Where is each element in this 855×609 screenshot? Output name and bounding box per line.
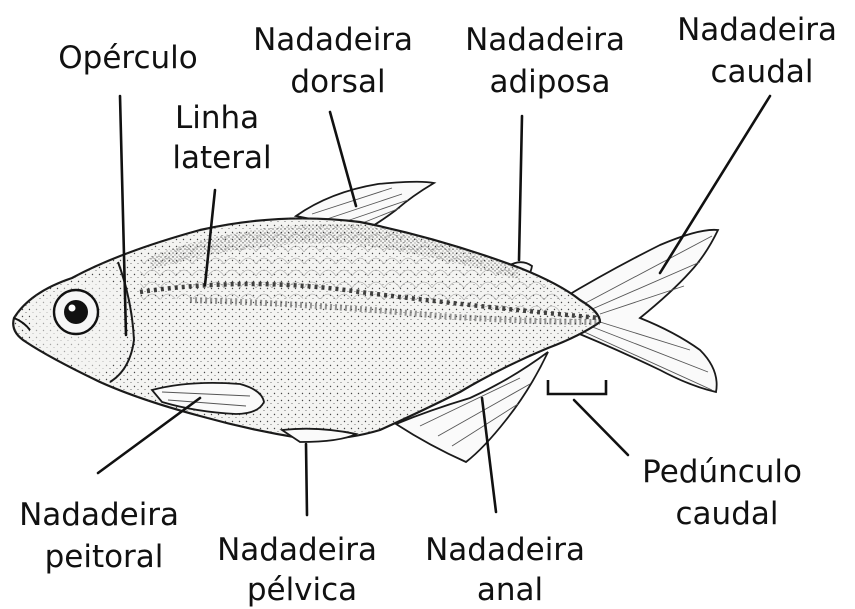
label-pedunculo-caudal: Pedúnculo caudal: [642, 454, 812, 532]
pointer-peitoral: [98, 398, 200, 473]
pointer-pelvica: [306, 444, 307, 515]
label-nadadeira-anal: Nadadeira anal: [425, 532, 595, 608]
label-nadadeira-pelvica: Nadadeira pélvica: [217, 532, 387, 608]
label-nadadeira-adiposa: Nadadeira adiposa: [465, 22, 635, 100]
pointer-adiposa: [519, 116, 522, 260]
label-nadadeira-peitoral: Nadadeira peitoral: [19, 497, 189, 575]
eye-highlight: [69, 305, 76, 312]
label-linha-lateral: Linha lateral: [172, 100, 271, 176]
pectoral-fin: [152, 383, 264, 414]
pointer-peduncolo: [574, 400, 628, 455]
fish-illustration: [13, 182, 718, 462]
eye-pupil: [64, 300, 88, 324]
label-nadadeira-caudal: Nadadeira caudal: [677, 12, 847, 90]
peduncle-bracket: [548, 380, 606, 394]
label-operculo: Opérculo: [58, 40, 198, 76]
label-nadadeira-dorsal: Nadadeira dorsal: [253, 22, 423, 100]
pointer-caudal: [660, 96, 770, 273]
